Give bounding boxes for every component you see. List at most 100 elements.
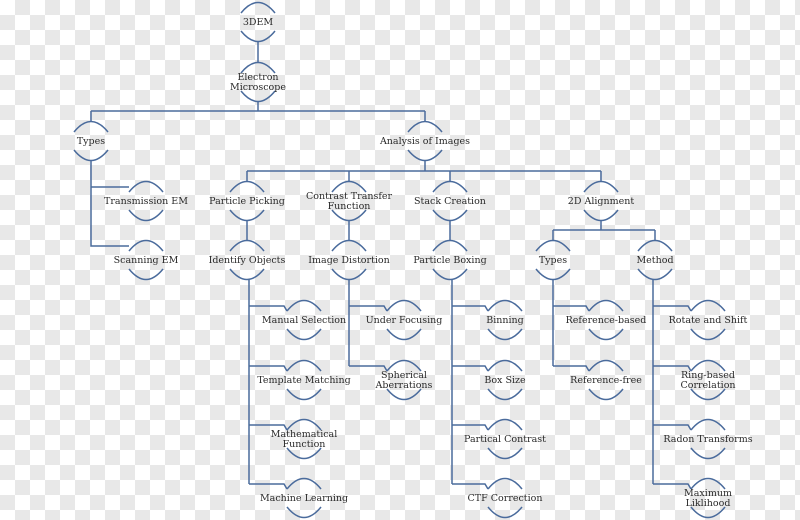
connector-boxing-branch <box>452 365 489 372</box>
node-label: Radon Transforms <box>663 434 752 445</box>
node-binning: Binning <box>486 299 524 341</box>
node-top-arc <box>229 180 265 193</box>
node-top-arc <box>407 120 443 133</box>
node-bottom-arc <box>386 388 422 401</box>
node-label: Reference-based <box>566 315 647 326</box>
node-top-arc <box>432 180 468 193</box>
node-bottom-arc <box>690 328 726 341</box>
node-bottom-arc <box>407 149 443 162</box>
node-label: Particle Boxing <box>413 255 486 266</box>
node-reffree: Reference-free <box>570 359 642 401</box>
node-bottom-arc <box>286 328 322 341</box>
node-label: Function <box>283 439 326 450</box>
node-label: Spherical <box>381 370 427 381</box>
node-boxing: Particle Boxing <box>413 239 487 281</box>
node-bottom-arc <box>690 447 726 460</box>
node-top-arc <box>331 180 367 193</box>
node-label: Particle Picking <box>209 196 285 207</box>
node-label: Rotate and Shift <box>669 315 748 326</box>
node-bottom-arc <box>128 268 164 281</box>
node-radon: Radon Transforms <box>663 418 753 460</box>
node-stack: Stack Creation <box>414 180 486 222</box>
node-label: Identify Objects <box>209 255 286 266</box>
node-top-arc <box>690 477 726 490</box>
node-label: Types <box>539 255 567 266</box>
node-bottom-arc <box>432 209 468 222</box>
node-label: Transmission EM <box>104 196 188 207</box>
node-bottom-arc <box>286 388 322 401</box>
node-label: Binning <box>486 315 524 326</box>
node-top-arc <box>690 359 726 372</box>
node-bottom-arc <box>73 149 109 162</box>
node-method: Method <box>636 239 674 281</box>
node-root: 3DEM <box>240 1 276 43</box>
node-label: Scanning EM <box>114 255 179 266</box>
node-label: Ring-based <box>681 370 735 381</box>
connector-distortion-branch <box>349 305 388 312</box>
node-label: Box Size <box>484 375 526 386</box>
node-contrast: Partical Contrast <box>464 418 546 460</box>
node-label: Microscope <box>230 82 286 93</box>
node-top-arc <box>583 180 619 193</box>
node-align-types: Types <box>535 239 571 281</box>
connector-identify-branch <box>249 424 288 431</box>
node-rotate: Rotate and Shift <box>669 299 748 341</box>
node-label: 2D Alignment <box>568 196 635 207</box>
node-label: Under Focusing <box>366 315 443 326</box>
connector-method-branch <box>653 483 692 490</box>
node-bottom-arc <box>240 30 276 43</box>
node-label: Types <box>77 136 105 147</box>
node-top-arc <box>588 299 624 312</box>
node-label: Template Matching <box>257 375 350 386</box>
node-top-arc <box>286 359 322 372</box>
connector-identify-branch <box>249 365 288 372</box>
node-label: Manual Selection <box>262 315 346 326</box>
node-label: Correlation <box>680 380 735 391</box>
node-top-arc <box>240 61 276 74</box>
node-bottom-arc <box>487 506 523 519</box>
node-identify: Identify Objects <box>209 239 286 281</box>
connector-align-types-branch <box>553 305 590 312</box>
node-label: Method <box>636 255 673 266</box>
node-top-arc <box>240 1 276 14</box>
connector-boxing-branch <box>452 483 489 490</box>
node-label: 3DEM <box>243 17 274 28</box>
node-bottom-arc <box>229 268 265 281</box>
node-bottom-arc <box>588 388 624 401</box>
node-analysis: Analysis of Images <box>379 120 470 162</box>
node-label: Mathematical <box>271 429 338 440</box>
connector-identify-branch <box>249 483 288 490</box>
node-types: Types <box>73 120 109 162</box>
node-bottom-arc <box>386 328 422 341</box>
node-bottom-arc <box>229 209 265 222</box>
node-label: Reference-free <box>570 375 642 386</box>
node-top-arc <box>286 418 322 431</box>
node-top-arc <box>432 239 468 252</box>
node-boxsize: Box Size <box>484 359 526 401</box>
node-top-arc <box>588 359 624 372</box>
connector-align-types-branch <box>553 365 590 372</box>
connector-boxing-branch <box>452 424 489 431</box>
connector-distortion-branch <box>349 365 388 372</box>
node-label: Analysis of Images <box>379 136 470 147</box>
node-bottom-arc <box>240 90 276 103</box>
node-bottom-arc <box>331 209 367 222</box>
node-refbased: Reference-based <box>566 299 647 341</box>
node-top-arc <box>386 299 422 312</box>
node-label: Aberrations <box>375 380 433 391</box>
node-top-arc <box>73 120 109 133</box>
node-ml: Machine Learning <box>260 477 348 519</box>
node-top-arc <box>286 299 322 312</box>
node-bottom-arc <box>487 447 523 460</box>
node-focusing: Under Focusing <box>366 299 443 341</box>
node-bottom-arc <box>432 268 468 281</box>
node-bottom-arc <box>487 388 523 401</box>
connector-types-children <box>90 161 129 247</box>
node-align: 2D Alignment <box>568 180 635 222</box>
node-label: Maximum <box>684 488 732 499</box>
